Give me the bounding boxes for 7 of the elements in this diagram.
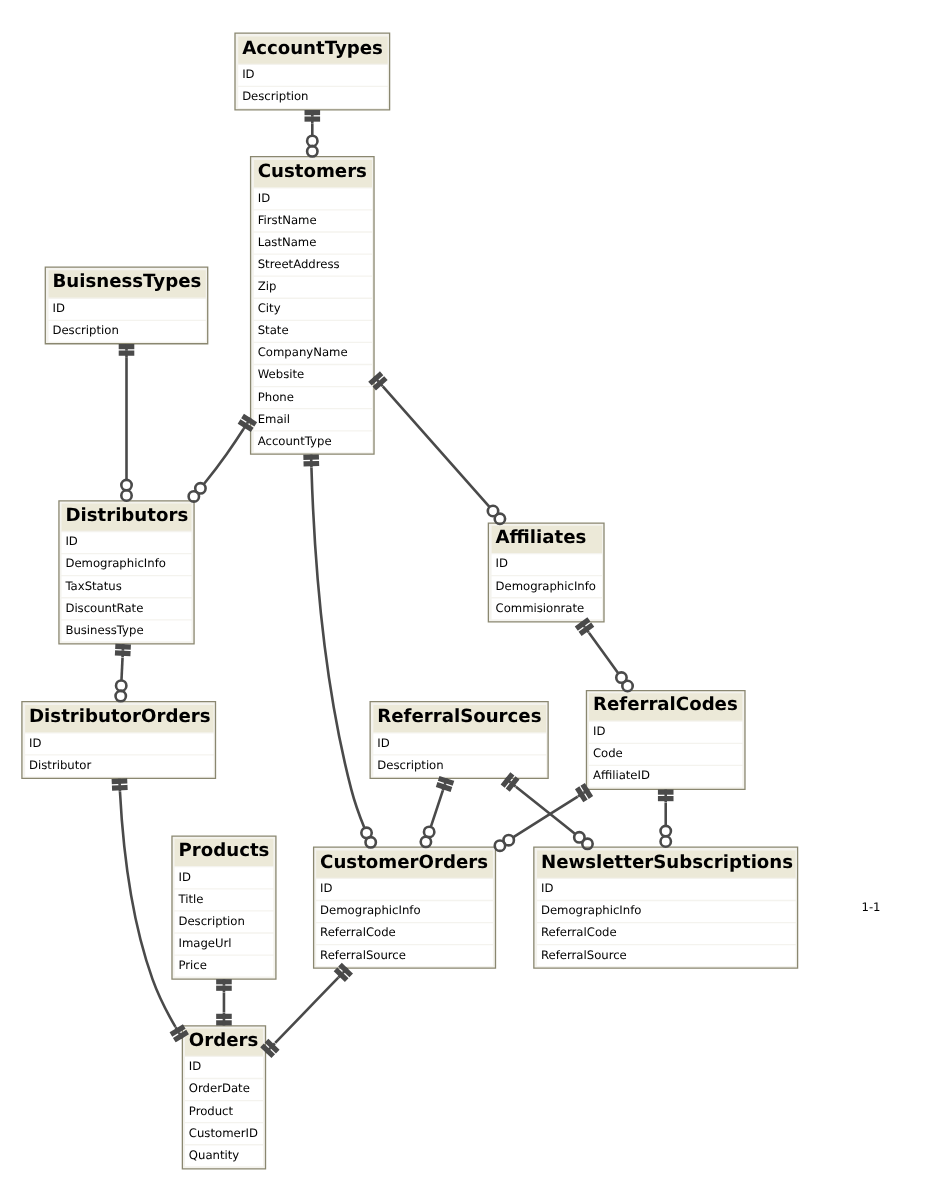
connector [500,771,594,850]
connector [493,781,594,852]
connector [260,961,353,1058]
connector [574,616,634,692]
connector [187,412,258,502]
connector [419,774,455,848]
connector [368,370,507,525]
